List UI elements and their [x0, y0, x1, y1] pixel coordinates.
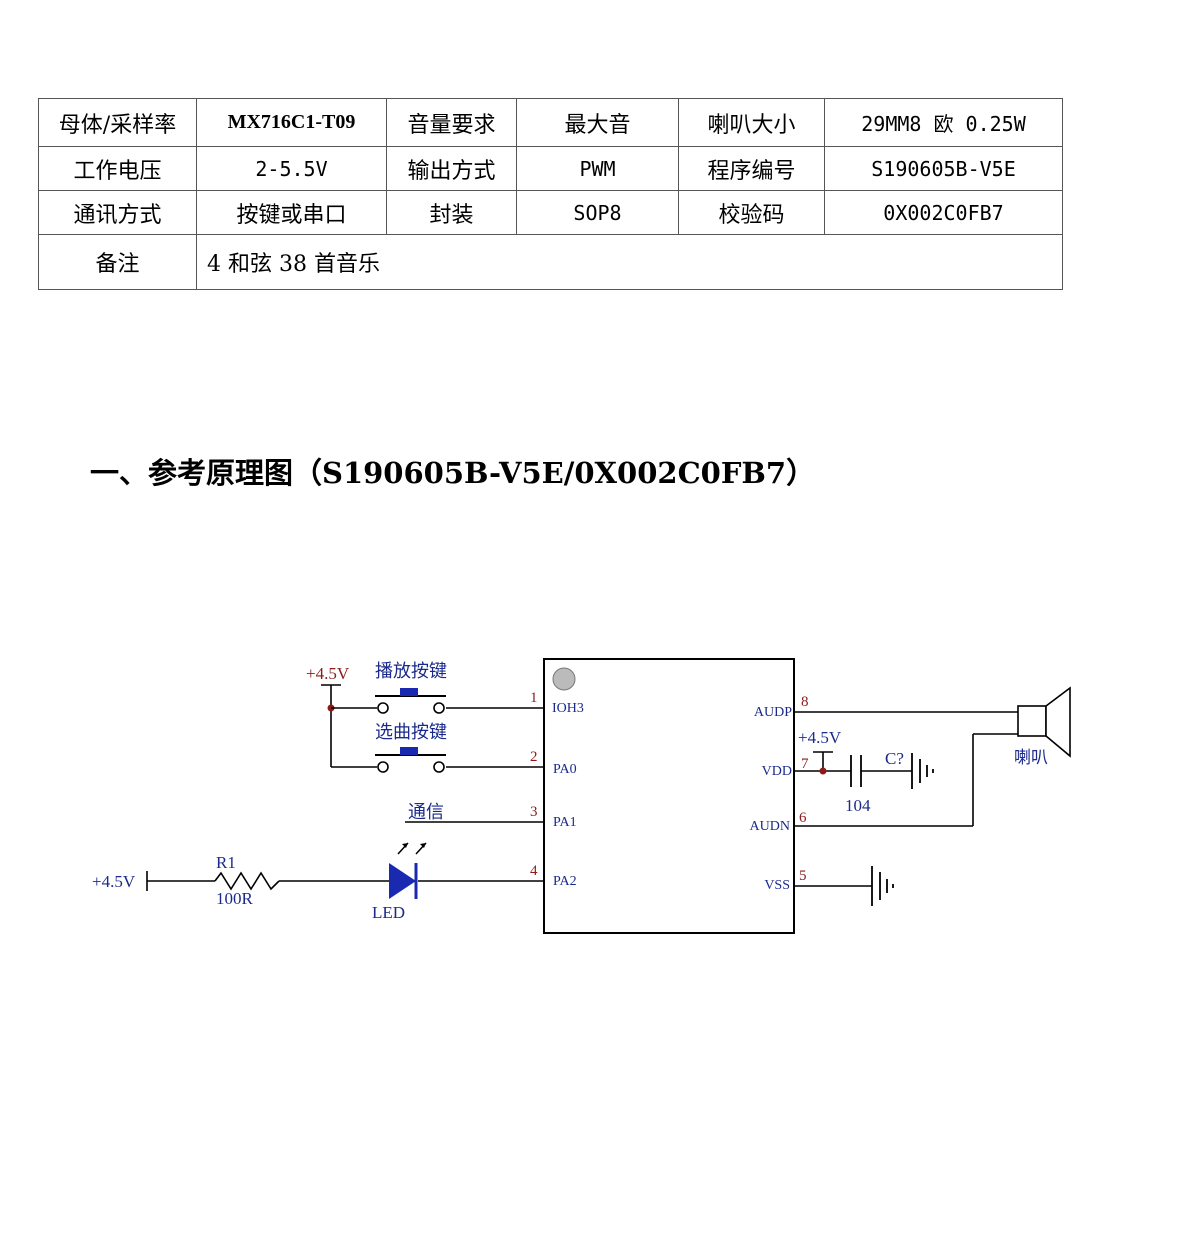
- pin-name: AUDP: [754, 705, 792, 720]
- table-cell: 校验码: [678, 190, 825, 235]
- note-value: 4 和弦 38 首音乐: [196, 234, 1063, 290]
- pin1-marker: [552, 667, 576, 691]
- supply-label: +4.5V: [306, 664, 350, 683]
- table-cell: 输出方式: [386, 146, 517, 191]
- led-symbol: [389, 842, 427, 899]
- pin-number: 7: [801, 756, 809, 772]
- pin-number: 1: [530, 690, 538, 706]
- spec-table: 母体/采样率 MX716C1-T09 音量要求 最大音 喇叭大小 29MM8 欧…: [38, 98, 1063, 290]
- note-label: 备注: [38, 234, 197, 290]
- table-cell: PWM: [516, 146, 679, 191]
- pin-name: PA0: [553, 762, 577, 777]
- table-cell: 0X002C0FB7: [824, 190, 1063, 235]
- table-cell: MX716C1-T09: [196, 98, 387, 147]
- ground-icon: [871, 866, 894, 906]
- speaker-icon: [1017, 686, 1071, 758]
- table-cell: 音量要求: [386, 98, 517, 147]
- table-cell: SOP8: [516, 190, 679, 235]
- table-cell: 喇叭大小: [678, 98, 825, 147]
- table-cell: 最大音: [516, 98, 679, 147]
- pin-name: PA2: [553, 874, 577, 889]
- table-cell: 工作电压: [38, 146, 197, 191]
- play-key-switch: [375, 688, 446, 714]
- table-row: 通讯方式 按键或串口 封装 SOP8 校验码 0X002C0FB7: [38, 190, 1063, 235]
- select-key-switch: [375, 747, 446, 773]
- table-cell: 按键或串口: [196, 190, 387, 235]
- pin-name: VSS: [764, 878, 790, 893]
- table-cell: 通讯方式: [38, 190, 197, 235]
- pin-name: IOH3: [552, 701, 584, 716]
- table-cell: 母体/采样率: [38, 98, 197, 147]
- resistor-r1: [214, 871, 280, 891]
- ground-icon: [911, 753, 934, 789]
- cap-ref: C?: [885, 749, 904, 768]
- table-row: 工作电压 2-5.5V 输出方式 PWM 程序编号 S190605B-V5E: [38, 146, 1063, 191]
- pin-number: 4: [530, 863, 538, 879]
- section-heading: 一、参考原理图（S190605B-V5E/0X002C0FB7）: [90, 456, 816, 490]
- vdd-supply-label: +4.5V: [798, 728, 842, 747]
- pin-number: 3: [530, 804, 538, 820]
- comm-label: 通信: [408, 802, 444, 822]
- select-key-label: 选曲按键: [375, 722, 447, 742]
- pin-name: VDD: [762, 764, 792, 779]
- cap-value: 104: [845, 796, 871, 815]
- led-label: LED: [372, 903, 405, 922]
- table-cell: 封装: [386, 190, 517, 235]
- table-cell: 程序编号: [678, 146, 825, 191]
- capacitor: [850, 755, 862, 787]
- table-cell: S190605B-V5E: [824, 146, 1063, 191]
- table-row: 母体/采样率 MX716C1-T09 音量要求 最大音 喇叭大小 29MM8 欧…: [38, 98, 1063, 147]
- pin-name: PA1: [553, 815, 577, 830]
- table-row: 备注 4 和弦 38 首音乐: [38, 234, 1063, 290]
- pin-number: 8: [801, 694, 809, 710]
- pin-number: 5: [799, 868, 807, 884]
- ic-body: [543, 658, 795, 934]
- resistor-value: 100R: [216, 889, 254, 908]
- play-key-label: 播放按键: [375, 661, 447, 681]
- reference-schematic: 1 IOH3 2 PA0 3 PA1 4 PA2 AUDP 8 VDD 7 AU…: [92, 658, 1071, 934]
- pin-number: 6: [799, 810, 807, 826]
- table-cell: 2-5.5V: [196, 146, 387, 191]
- pin-number: 2: [530, 749, 538, 765]
- table-cell: 29MM8 欧 0.25W: [824, 98, 1063, 147]
- resistor-ref: R1: [216, 853, 236, 872]
- pin-name: AUDN: [750, 819, 790, 834]
- speaker-label: 喇叭: [1014, 748, 1048, 767]
- supply-label: +4.5V: [92, 872, 136, 891]
